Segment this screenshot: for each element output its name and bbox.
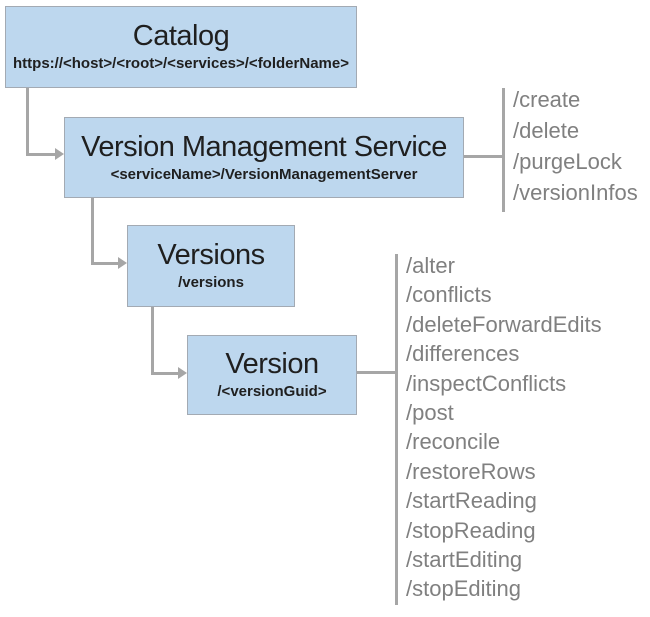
node-versions: Versions /versions (127, 225, 295, 307)
version-operation-item: /startReading (406, 488, 537, 514)
arrowhead-icon (178, 367, 187, 379)
version-operation-item: /post (406, 399, 454, 425)
connector-catalog-to-vms-vertical (26, 88, 29, 156)
vms-operation-item: /purgeLock (513, 149, 622, 174)
vms-operation-item: /create (513, 87, 581, 112)
version-operation-item: /reconcile (406, 429, 501, 455)
node-catalog-url: https://<host>/<root>/<services>/<folder… (13, 55, 349, 73)
connector-versions-to-version-vertical (151, 307, 154, 375)
node-vms-title: Version Management Service (81, 130, 447, 163)
node-version-title: Version (225, 348, 319, 381)
connector-vms-to-versions-horizontal (91, 262, 119, 265)
vms-operations-bracket-line (502, 88, 505, 212)
connector-vms-to-operations (464, 155, 503, 158)
version-operations-bracket-line (395, 254, 398, 605)
node-version-path: /<versionGuid> (217, 383, 327, 401)
node-version-management-service: Version Management Service <serviceName>… (64, 117, 464, 198)
connector-version-to-operations (357, 371, 396, 374)
version-operation-item: /restoreRows (406, 458, 536, 484)
node-vms-path: <serviceName>/VersionManagementServer (110, 165, 418, 183)
node-version: Version /<versionGuid> (187, 335, 357, 415)
version-operations-list: /alter/conflicts/deleteForwardEdits/diff… (406, 251, 602, 604)
vms-operation-item: /delete (513, 118, 580, 143)
vms-operation-item: /versionInfos (513, 180, 638, 205)
version-operation-item: /differences (406, 341, 520, 367)
version-operation-item: /alter (406, 253, 455, 278)
version-operation-item: /startEditing (406, 546, 523, 572)
vms-operations-list: /create/delete/purgeLock/versionInfos (513, 84, 638, 208)
version-operation-item: /conflicts (406, 282, 492, 308)
node-versions-title: Versions (157, 239, 265, 272)
arrowhead-icon (118, 257, 127, 269)
version-operation-item: /stopReading (406, 517, 536, 543)
node-versions-path: /versions (178, 274, 244, 292)
arrowhead-icon (55, 148, 64, 160)
connector-vms-to-versions-vertical (91, 198, 94, 265)
version-operation-item: /stopEditing (406, 576, 521, 602)
version-operation-item: /inspectConflicts (406, 370, 567, 396)
node-catalog-title: Catalog (132, 20, 230, 53)
connector-catalog-to-vms-horizontal (26, 153, 56, 156)
node-catalog: Catalog https://<host>/<root>/<services>… (5, 6, 357, 88)
connector-versions-to-version-horizontal (151, 372, 179, 375)
version-operation-item: /deleteForwardEdits (406, 311, 602, 337)
